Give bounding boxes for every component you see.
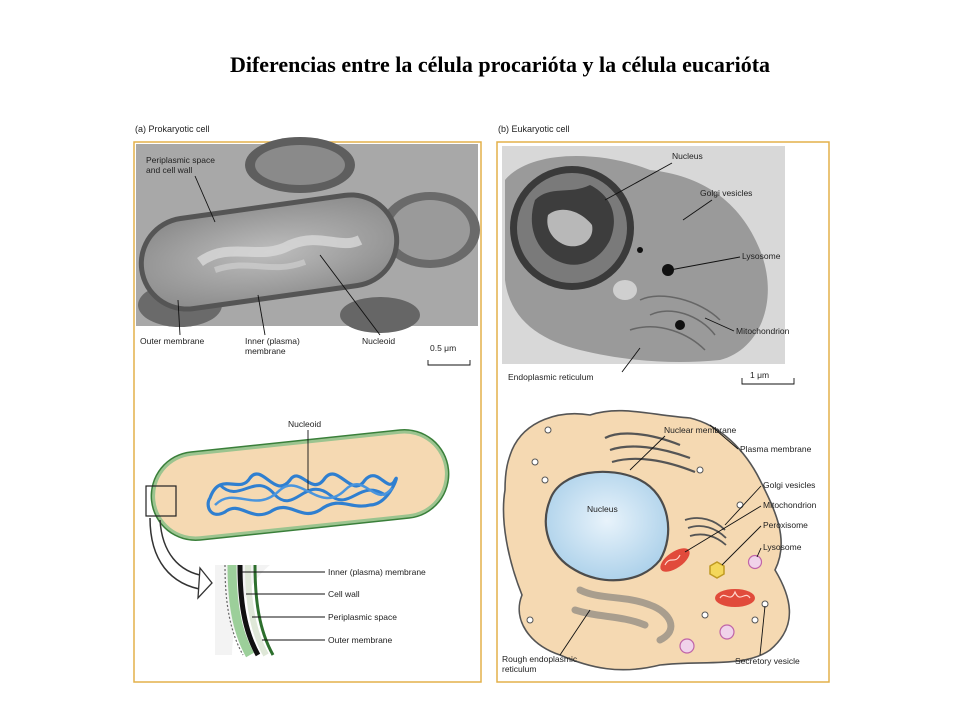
periplasmic-pointer [194, 175, 216, 223]
secretory-vesicle-label: Secretory vesicle [735, 656, 800, 666]
inner-membrane-pointer [257, 294, 266, 336]
outer-membrane-pointer [177, 299, 181, 336]
nucleoid-micro-label: Nucleoid [362, 336, 395, 346]
inner-membrane-label-line2: membrane [245, 346, 286, 356]
rough-er-pointer [559, 609, 591, 656]
peroxisome-label: Peroxisome [763, 520, 808, 530]
rough-er-label-line2: reticulum [502, 664, 536, 674]
prokaryotic-micrograph [136, 137, 480, 333]
lysosome-diagram-label: Lysosome [763, 542, 802, 552]
mitochondrion-micro-pointer [704, 317, 735, 332]
rough-er-label-line1: Rough endoplasmic [502, 654, 578, 664]
nucleus-micro-pointer [604, 162, 673, 201]
lysosome-micro-label: Lysosome [742, 251, 781, 261]
prokaryotic-scale-bar [427, 360, 471, 366]
mitochondrion-micro-label: Mitochondrion [736, 326, 790, 336]
secretory-vesicle-pointer [759, 605, 766, 656]
golgi-micro-label: Golgi vesicles [700, 188, 752, 198]
nucleoid-pointer [319, 254, 381, 336]
inner-membrane-zoom-label: Inner (plasma) membrane [328, 567, 426, 577]
mitochondrion-diagram-label: Mitochondrion [763, 500, 817, 510]
mitochondrion-diagram-pointer [684, 505, 762, 553]
membrane-zoom-section [215, 564, 275, 658]
nucleus-micro-label: Nucleus [672, 151, 703, 161]
lysosome-diagram-pointer [756, 547, 762, 558]
plasma-membrane-pointer [709, 424, 739, 450]
plasma-membrane-label: Plasma membrane [740, 444, 812, 454]
lysosome-micro-pointer [669, 256, 741, 271]
prokaryotic-panel: (a) Prokaryotic cell Periplasmic space a… [133, 124, 482, 683]
eukaryotic-panel: (b) Eukaryotic cell Nucleus Golgi vesicl… [496, 124, 830, 683]
eukaryotic-scale-label: 1 μm [750, 370, 769, 380]
periplasmic-label-line1: Periplasmic space [146, 155, 215, 165]
er-micro-pointer [621, 347, 641, 373]
periplasmic-label-line2: and cell wall [146, 165, 192, 175]
peroxisome-pointer [721, 525, 762, 566]
periplasmic-zoom-label: Periplasmic space [328, 612, 397, 622]
nuclear-membrane-pointer [629, 435, 666, 471]
eukaryotic-panel-frame [496, 141, 830, 683]
eukaryotic-micrograph [502, 146, 785, 364]
cell-wall-zoom-label: Cell wall [328, 589, 360, 599]
prokaryotic-panel-label: (a) Prokaryotic cell [135, 124, 210, 134]
golgi-diagram-label: Golgi vesicles [763, 480, 815, 490]
eukaryotic-panel-label: (b) Eukaryotic cell [498, 124, 570, 134]
outer-membrane-zoom-label: Outer membrane [328, 635, 393, 645]
golgi-diagram-pointer [724, 485, 762, 526]
zoom-arrow-icon [197, 566, 213, 600]
nucleoid-diagram-label: Nucleoid [288, 419, 321, 429]
nucleus-diagram-label: Nucleus [587, 504, 618, 514]
prokaryotic-scale-label: 0.5 μm [430, 343, 456, 353]
eukaryotic-scale-bar [741, 378, 795, 385]
outer-membrane-label: Outer membrane [140, 336, 205, 346]
page-title: Diferencias entre la célula procarióta y… [229, 52, 771, 77]
prokaryotic-diagram [145, 429, 450, 600]
nuclear-membrane-label: Nuclear membrane [664, 425, 737, 435]
zoom-box [145, 485, 177, 517]
er-micro-label: Endoplasmic reticulum [508, 372, 594, 382]
golgi-micro-pointer [682, 199, 713, 221]
inner-membrane-label-line1: Inner (plasma) [245, 336, 300, 346]
eukaryotic-diagram [502, 409, 791, 671]
